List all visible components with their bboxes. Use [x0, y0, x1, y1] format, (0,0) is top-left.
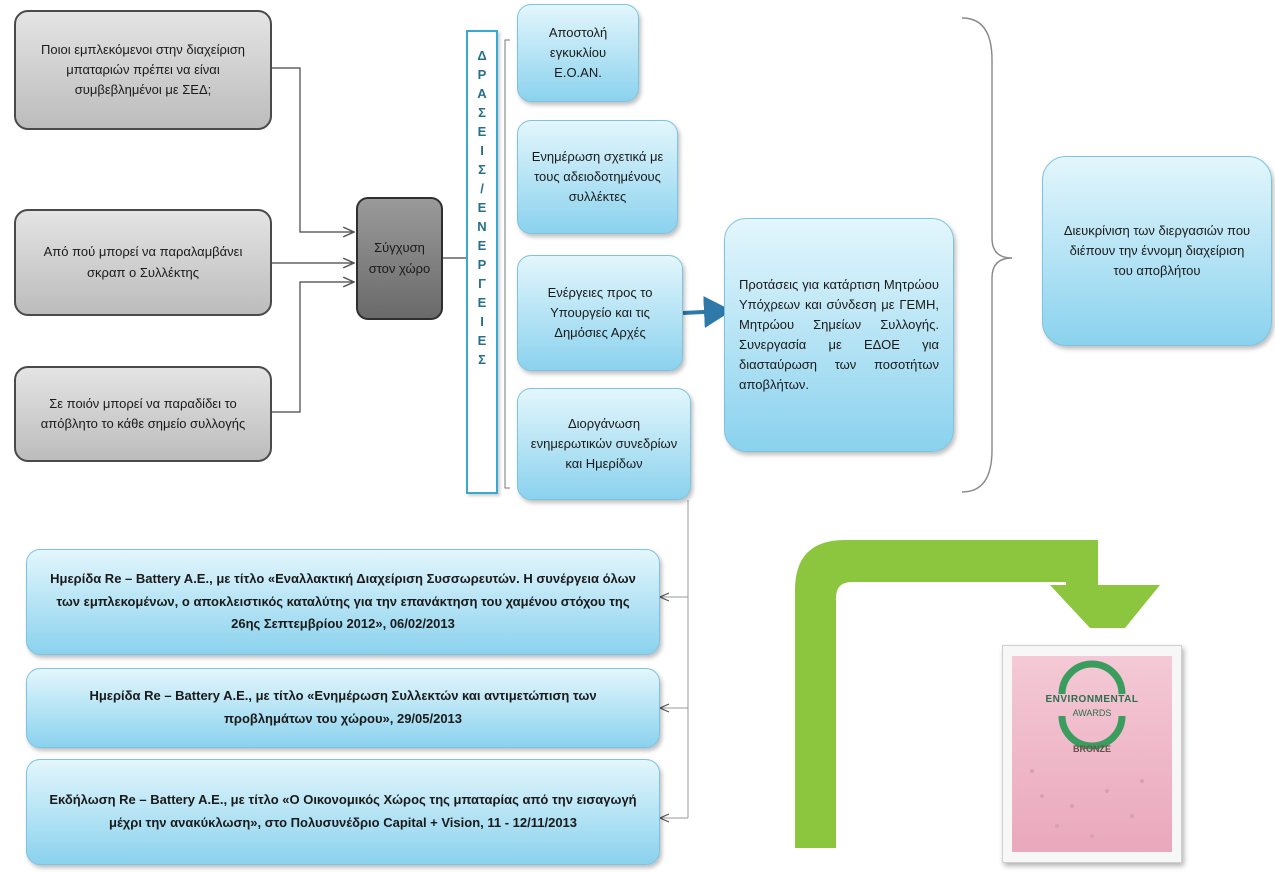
proposals-text: Προτάσεις για κατάρτιση Μητρώου Υπόχρεων… — [739, 276, 939, 393]
vertical-letter: Ε — [477, 295, 487, 310]
action-box-4: Διοργάνωση ενημερωτικών συνεδρίων και Ημ… — [517, 388, 691, 500]
result-box: Διευκρίνιση των διεργασιών που διέπουν τ… — [1042, 156, 1272, 346]
event-box-2: Ημερίδα Re – Battery A.E., με τίτλο «Ενη… — [26, 668, 660, 748]
vertical-letter: Γ — [478, 276, 486, 291]
vertical-letter: Δ — [477, 48, 487, 63]
vertical-letter: Σ — [478, 162, 486, 177]
confusion-box: Σύγχυση στον χώρο — [356, 197, 443, 320]
vertical-letter: Ρ — [477, 67, 487, 82]
question-box-3: Σε ποιόν μπορεί να παραδίδει το απόβλητο… — [14, 366, 272, 462]
action-text-4: Διοργάνωση ενημερωτικών συνεδρίων και Ημ… — [530, 415, 678, 472]
vertical-letter: Σ — [478, 352, 486, 367]
action-text-1: Αποστολή εγκυκλίου Ε.Ο.ΑΝ. — [548, 24, 608, 81]
question-text-3: Σε ποιόν μπορεί να παραδίδει το απόβλητο… — [40, 395, 246, 431]
vertical-letter: Ι — [480, 143, 484, 158]
confusion-text: Σύγχυση στον χώρο — [368, 240, 431, 276]
vertical-letter: Σ — [478, 105, 486, 120]
award-subtitle: AWARDS — [1072, 708, 1112, 718]
question-box-2: Από πού μπορεί να παραλαμβάνει σκραπ ο Σ… — [14, 209, 272, 316]
vertical-letter: Ε — [477, 333, 487, 348]
question-text-1: Ποιοι εμπλεκόμενοι στην διαχείριση μπατα… — [40, 41, 246, 98]
action-box-2: Ενημέρωση σχετικά με τους αδειοδοτημένου… — [517, 120, 678, 234]
vertical-letter: Ι — [480, 314, 484, 329]
curly-brace — [961, 17, 1013, 493]
blue-arrow — [682, 295, 732, 328]
action-text-2: Ενημέρωση σχετικά με τους αδειοδοτημένου… — [531, 148, 664, 205]
action-text-3: Ενέργειες προς το Υπουργείο και τις Δημό… — [547, 284, 653, 341]
vertical-letter: Ε — [477, 124, 487, 139]
vertical-letter: Ρ — [477, 257, 487, 272]
vertical-letter: Ε — [477, 238, 487, 253]
vertical-letter: Α — [477, 86, 487, 101]
award-badge: BRONZE — [1073, 744, 1111, 754]
award-image: ENVIRONMENTAL AWARDS BRONZE — [1002, 645, 1182, 863]
question-box-1: Ποιοι εμπλεκόμενοι στην διαχείριση μπατα… — [14, 10, 272, 130]
connector-q1 — [272, 67, 354, 232]
connector-q3 — [272, 282, 354, 413]
event-text-1: Ημερίδα Re – Battery A.E., με τίτλο «Ενα… — [50, 570, 636, 632]
action-box-1: Αποστολή εγκυκλίου Ε.Ο.ΑΝ. — [517, 4, 639, 102]
award-title: ENVIRONMENTAL — [1045, 694, 1139, 705]
green-arrow — [795, 540, 1160, 848]
action-box-3: Ενέργειες προς το Υπουργείο και τις Δημό… — [517, 255, 683, 371]
event-text-3: Εκδήλωση Re – Battery A.E., με τίτλο «Ο … — [49, 792, 637, 830]
event-box-1: Ημερίδα Re – Battery A.E., με τίτλο «Ενα… — [26, 549, 660, 655]
proposals-box: Προτάσεις για κατάρτιση Μητρώου Υπόχρεων… — [724, 218, 954, 452]
result-text: Διευκρίνιση των διεργασιών που διέπουν τ… — [1063, 222, 1251, 279]
question-text-2: Από πού μπορεί να παραλαμβάνει σκραπ ο Σ… — [43, 244, 243, 280]
actions-vertical-label: Δ Ρ Α Σ Ε Ι Σ / Ε Ν Ε Ρ Γ Ε Ι Ε Σ — [466, 30, 498, 494]
actions-bracket — [504, 39, 510, 489]
vertical-letter: Ε — [477, 200, 487, 215]
vertical-letter: / — [480, 181, 484, 196]
event-box-3: Εκδήλωση Re – Battery A.E., με τίτλο «Ο … — [26, 759, 660, 865]
award-logo — [1030, 660, 1144, 838]
vertical-letter: Ν — [477, 219, 487, 234]
event-text-2: Ημερίδα Re – Battery A.E., με τίτλο «Ενη… — [89, 688, 597, 726]
